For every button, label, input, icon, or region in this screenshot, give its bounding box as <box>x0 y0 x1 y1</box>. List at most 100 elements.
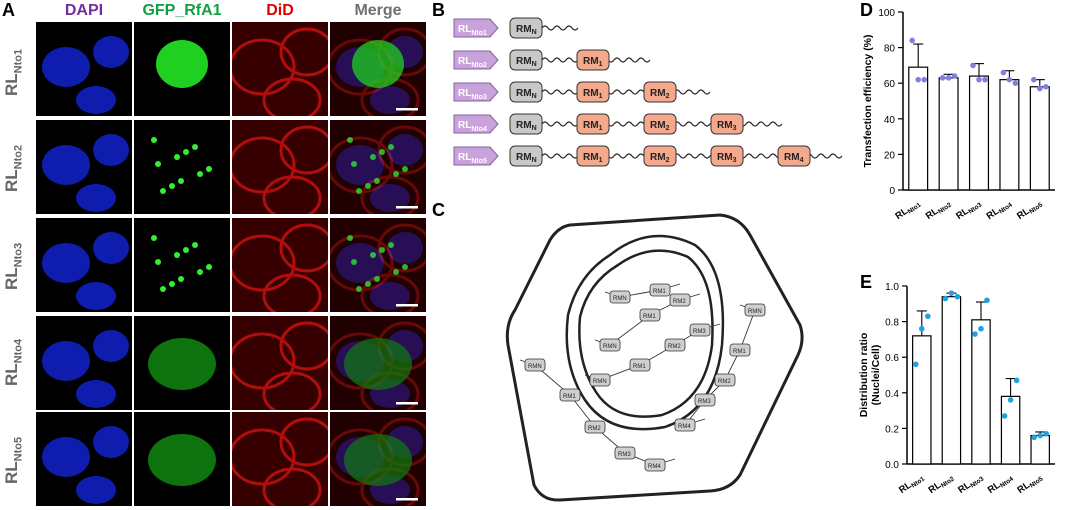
micrograph-nto4-gfp <box>134 316 230 410</box>
data-point <box>915 76 921 83</box>
module-label: RM1 <box>583 88 603 100</box>
micrograph-nto1-merge <box>330 22 426 116</box>
data-point <box>939 75 946 81</box>
channel-header-gfp: GFP_RfA1 <box>142 2 222 19</box>
panel-letter-b: B <box>432 0 445 20</box>
micrograph-nto3-merge <box>330 218 426 312</box>
data-point <box>1007 397 1014 403</box>
x-tick-label: RLNto4 <box>986 471 1015 497</box>
x-tick-label: RLNto2 <box>927 471 956 497</box>
micrograph-nto2-merge <box>330 120 426 214</box>
panel-a-microscopy: DAPI GFP_RfA1 DiD Merge RLNto1 RLNto2 RL… <box>0 0 430 510</box>
y-axis-label: Distribution ratio <box>858 333 870 418</box>
diagram-module <box>644 458 666 472</box>
micrograph-nto1-did <box>232 22 328 116</box>
row-label-nto2: RLNto2 <box>2 144 25 192</box>
diagram-module-label: RM4 <box>678 424 691 430</box>
bar-nto3 <box>971 319 991 465</box>
diagram-module <box>714 373 736 387</box>
module-rmn <box>509 17 543 39</box>
tag-label: RLNto3 <box>458 88 487 101</box>
micrograph-nto3-gfp <box>134 218 230 312</box>
data-point <box>976 76 982 83</box>
x-tick-label: RLNto5 <box>1015 197 1044 223</box>
diagram-module <box>744 303 766 317</box>
module-rm3 <box>710 113 744 135</box>
data-point <box>1000 69 1007 76</box>
data-point <box>1043 430 1049 437</box>
module-label: RM3 <box>717 152 737 164</box>
tag-nto1 <box>453 18 499 38</box>
tag-label: RLNto1 <box>458 24 487 37</box>
x-tick-label: RLNto5 <box>1015 471 1044 497</box>
diagram-module-label: RM1 <box>653 289 666 295</box>
data-point <box>1037 85 1043 92</box>
x-tick-label: RLNto3 <box>956 471 985 497</box>
y-tick-label: 0.6 <box>885 353 899 364</box>
bar-nto2 <box>938 77 959 191</box>
bar-nto4 <box>1000 395 1021 465</box>
diagram-chains: RMNRM1RMNRM1RM2RMNRM1RM2RM3RMNRM1RM2RM3R… <box>519 283 766 472</box>
module-rm2 <box>643 113 677 135</box>
diagram-module-label: RMN <box>748 309 762 315</box>
diagram-module <box>599 338 621 352</box>
micrograph-nto3-did <box>232 218 328 312</box>
diagram-module <box>649 283 671 297</box>
y-tick-label: 0.8 <box>885 318 899 329</box>
y-tick-label: 0.4 <box>885 389 899 400</box>
y-tick-label: 40 <box>884 115 896 126</box>
y-tick-label: 100 <box>878 8 895 19</box>
module-rm1 <box>576 113 610 135</box>
module-rm4 <box>777 145 811 167</box>
panel-letter-d: D <box>860 0 873 20</box>
x-tick-label: RLNto3 <box>954 197 983 223</box>
data-point <box>984 297 990 304</box>
module-label: RMN <box>516 152 537 164</box>
y-axis-label: Transfection efficiency (%) <box>862 34 874 167</box>
module-rmn <box>509 49 543 71</box>
module-label: RM3 <box>717 120 737 132</box>
cell-membrane <box>505 213 804 502</box>
diagram-module <box>639 308 661 322</box>
micrograph-nto2-did <box>232 120 328 214</box>
data-point <box>1001 413 1008 419</box>
nucleus-outer-membrane <box>565 234 725 431</box>
diagram-module-label: RM2 <box>588 426 601 432</box>
y-tick-label: 1.0 <box>885 282 899 293</box>
row-label-nto3: RLNto3 <box>2 242 25 290</box>
micrograph-nto5-merge <box>330 412 426 506</box>
bar-nto5 <box>1029 86 1050 191</box>
data-point <box>942 295 949 302</box>
micrograph-nto3-dapi <box>36 218 132 312</box>
diagram-module <box>584 420 606 434</box>
panel-c-cell-diagram: RMNRM1RMNRM1RM2RMNRM1RM2RM3RMNRM1RM2RM3R… <box>505 213 804 502</box>
linker-line <box>541 89 711 95</box>
diagram-module <box>524 358 546 372</box>
channel-header-merge: Merge <box>354 2 402 19</box>
tag-nto5 <box>453 146 499 166</box>
data-point <box>1006 76 1013 83</box>
micrograph-nto2-gfp <box>134 120 230 214</box>
micrograph-nto1-gfp <box>134 22 230 116</box>
module-label: RM1 <box>583 56 603 68</box>
diagram-module <box>629 358 651 372</box>
diagram-module-label: RM1 <box>643 314 656 320</box>
data-point <box>954 293 961 300</box>
channel-header-dapi: DAPI <box>64 2 104 19</box>
diagram-module <box>694 393 716 407</box>
diagram-module-label: RM3 <box>698 399 711 405</box>
diagram-module-label: RM2 <box>673 299 686 305</box>
y-tick-label: 0 <box>889 186 895 197</box>
data-point <box>951 73 958 79</box>
module-rm2 <box>643 145 677 167</box>
module-rm1 <box>576 49 610 71</box>
diagram-module <box>589 373 611 387</box>
module-label: RM1 <box>583 120 603 132</box>
micrograph-nto2-dapi <box>36 120 132 214</box>
y-tick-label: 80 <box>884 44 896 55</box>
diagram-module-label: RMN <box>603 344 617 350</box>
